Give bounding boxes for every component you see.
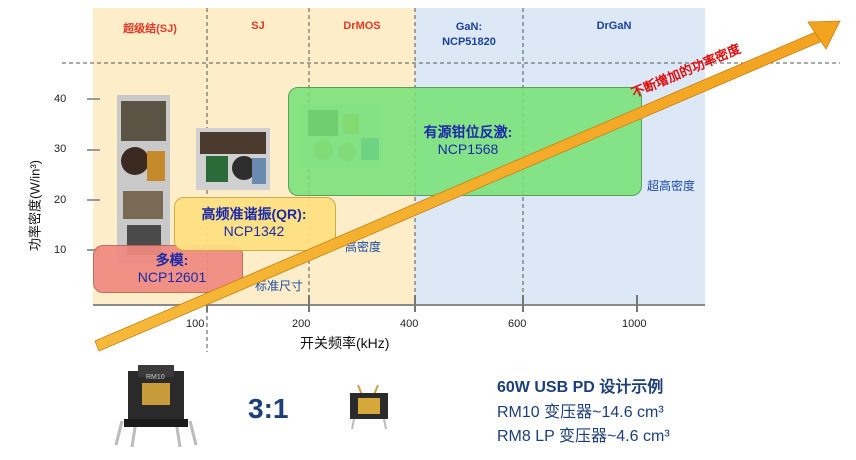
example-title: 60W USB PD 设计示例 xyxy=(497,379,664,396)
box-acf-label: 有源钳位反激: NCP1568 xyxy=(398,124,538,158)
box-qr-line2: NCP1342 xyxy=(223,223,285,239)
zone-label-sj-superjunction: 超级结(SJ) xyxy=(123,23,177,35)
y-tick-10: 10 xyxy=(54,244,67,256)
zone-label-gan: GaN: NCP51820 xyxy=(415,20,523,50)
zone-label-gan-line2: NCP51820 xyxy=(442,36,496,48)
zone-label-gan-line1: GaN: xyxy=(455,21,483,33)
x-tick-600: 600 xyxy=(508,318,527,330)
label-ultra-high-density: 超高密度 xyxy=(647,179,696,193)
label-high-density: 高密度 xyxy=(345,240,382,254)
zone-label-drgan: DrGaN xyxy=(596,20,632,32)
example-rm10: RM10 变压器~14.6 cm³ xyxy=(497,404,664,421)
zone-label-drmos: DrMOS xyxy=(343,20,381,32)
x-axis-title: 开关频率(kHz) xyxy=(300,335,390,351)
rm10-transformer-mark: RM10 xyxy=(146,374,165,381)
box-acf-line2: NCP1568 xyxy=(437,141,499,157)
rm8-transformer-image xyxy=(350,384,388,430)
x-tick-200: 200 xyxy=(292,318,311,330)
x-tick-400: 400 xyxy=(400,318,419,330)
box-acf-line1: 有源钳位反激: xyxy=(423,124,513,140)
rm10-transformer-image xyxy=(114,365,198,448)
x-tick-1000: 1000 xyxy=(622,318,647,330)
power-supply-photo-qr xyxy=(196,128,270,190)
size-ratio: 3:1 xyxy=(248,393,289,424)
y-tick-20: 20 xyxy=(54,194,67,206)
box-multimode-label: 多模: NCP12601 xyxy=(110,252,234,286)
label-standard-size: 标准尺寸 xyxy=(255,279,304,293)
box-qr xyxy=(174,197,336,251)
y-tick-30: 30 xyxy=(54,143,67,155)
x-tick-100: 100 xyxy=(186,318,205,330)
box-qr-line1: 高频准谐振(QR): xyxy=(201,206,307,222)
box-multimode-line2: NCP12601 xyxy=(137,269,207,285)
example-rm8: RM8 LP 变压器~4.6 cm³ xyxy=(497,428,670,445)
box-multimode xyxy=(93,245,243,293)
box-qr-label: 高频准谐振(QR): NCP1342 xyxy=(178,206,330,240)
zone-label-sj: SJ xyxy=(251,20,265,32)
box-multimode-line1: 多模: xyxy=(155,252,189,268)
y-tick-40: 40 xyxy=(54,93,67,105)
